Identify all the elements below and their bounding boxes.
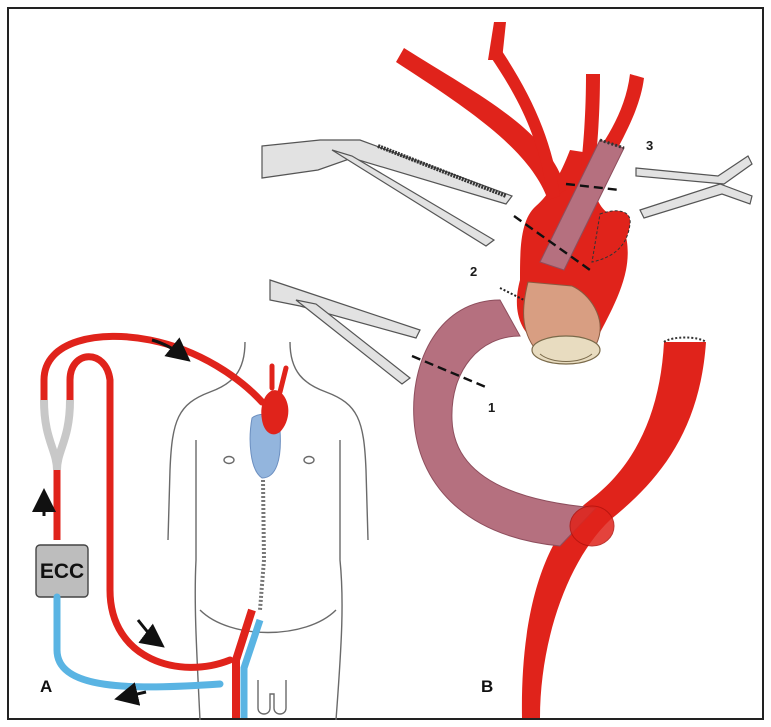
venous-cannula-dotted	[260, 480, 264, 610]
y-connector	[44, 400, 70, 470]
heart-aorta-small	[261, 390, 288, 434]
ecc-label: ECC	[40, 560, 84, 583]
panel-label-a: A	[40, 677, 52, 697]
surgical-clamp-top	[262, 140, 512, 246]
flow-arrow-left	[120, 692, 146, 698]
surgical-clamp-left	[270, 280, 420, 384]
small-vessel-2	[280, 368, 286, 392]
descending-suture	[664, 338, 706, 343]
arterial-line-upper	[44, 336, 262, 402]
graft-anastomosis	[570, 506, 614, 546]
site-label-1: 1	[488, 400, 495, 415]
panel-a: ECC	[36, 336, 368, 720]
groin-outline	[258, 680, 286, 714]
panel-label-b: B	[481, 677, 493, 697]
flow-arrow-down	[138, 620, 160, 644]
surgical-clamp-right	[636, 156, 752, 218]
aortic-valve	[532, 336, 600, 364]
site-label-3: 3	[646, 138, 653, 153]
arterial-line-lower	[70, 357, 230, 668]
panel-b: 1 2 3	[262, 22, 752, 718]
site-label-2: 2	[470, 264, 477, 279]
